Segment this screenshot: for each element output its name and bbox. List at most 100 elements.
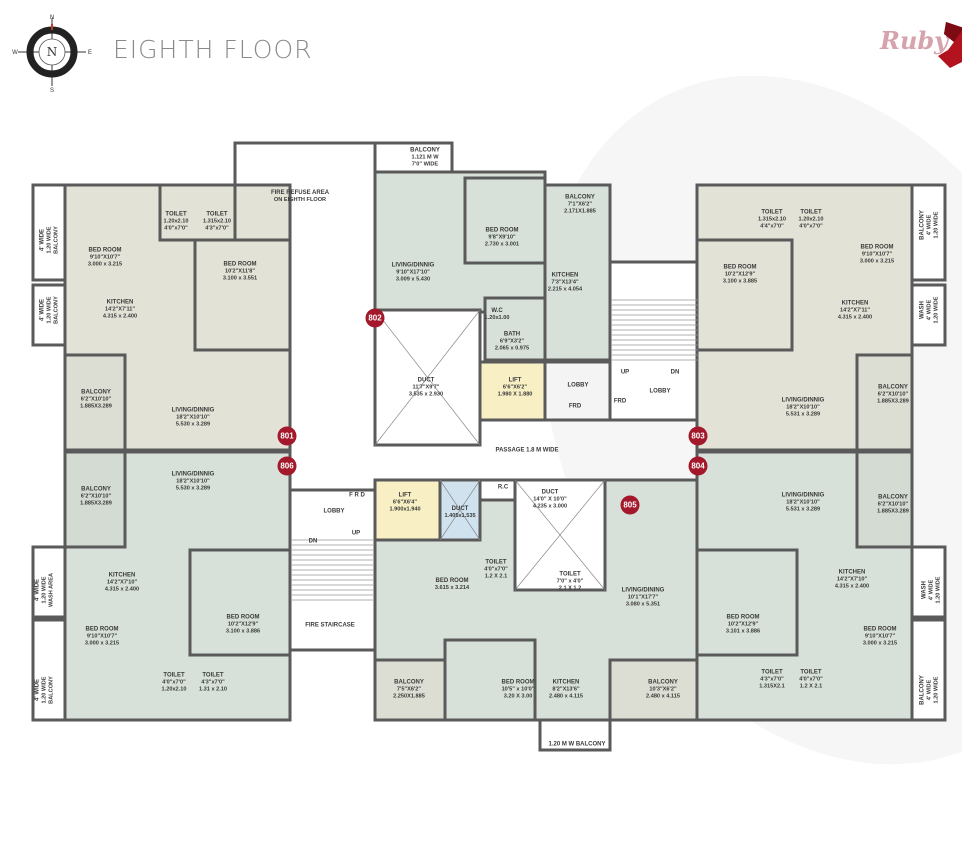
room-dimension: 4.235 x 3.000 bbox=[532, 503, 568, 510]
room-dimension: 6'2"X10'10" bbox=[877, 391, 909, 398]
room-name: R.C bbox=[497, 484, 509, 491]
room-dimension: 4'0"x7'0" bbox=[164, 225, 188, 232]
room-name: BED ROOM bbox=[860, 244, 894, 251]
room-dimension: WASH AREA bbox=[48, 573, 55, 607]
room-name: WASH bbox=[919, 301, 926, 320]
room-dimension: 14'0" X 10'0" bbox=[533, 496, 567, 503]
room-dimension: 9'10"X10'7" bbox=[861, 251, 893, 258]
room-name: BED ROOM bbox=[485, 227, 519, 234]
room-name: DUCT bbox=[541, 489, 559, 496]
room-dimension: 4'0"x7'0" bbox=[799, 676, 823, 683]
room-dimension: 3.000 x 3.215 bbox=[862, 640, 898, 647]
room-dimension: 1.405x1.535 bbox=[444, 513, 476, 519]
room-dimension: 5.531 x 3.289 bbox=[785, 506, 821, 513]
room-dimension: 3.100 x 3.886 bbox=[225, 628, 261, 635]
room-label: FRD bbox=[614, 399, 626, 406]
room-dimension: 6'6"X6'2" bbox=[502, 384, 528, 391]
room-dimension: 1.885X3.289 bbox=[80, 500, 112, 507]
room-dimension: 9'10"X10'7" bbox=[864, 633, 896, 640]
room-name: LIVING/DINNIG bbox=[171, 407, 215, 414]
room-name: FRD bbox=[613, 398, 627, 405]
room-dimension: 4' WIDE bbox=[926, 679, 933, 701]
room-name: WASH bbox=[921, 581, 928, 600]
room-name: DUCT bbox=[417, 377, 435, 384]
room-name: TOILET bbox=[165, 211, 187, 218]
room-name: 4' WIDE bbox=[39, 228, 46, 252]
compass-south: S bbox=[50, 88, 54, 92]
room-dimension: 1.20 WIDE bbox=[935, 576, 942, 604]
room-name: LIFT bbox=[508, 377, 522, 384]
room-dimension: 1.20 WIDE bbox=[41, 576, 48, 604]
room-name: LOBBY bbox=[323, 508, 345, 515]
room-name: BALCONY bbox=[919, 210, 926, 240]
room-dimension: 1.31 x 2.10 bbox=[199, 686, 227, 693]
room-dimension: 1.885X3.289 bbox=[80, 403, 112, 410]
room-dimension: 4' WIDE bbox=[926, 299, 933, 321]
room-dimension: 6'2"X10'10" bbox=[80, 396, 112, 403]
room-dimension: 14'2"X7'11" bbox=[104, 306, 136, 313]
room-dimension: 1.20x2.10 bbox=[798, 216, 824, 223]
room-dimension: 3.000 x 3.215 bbox=[84, 640, 120, 647]
room-name: BED ROOM bbox=[863, 626, 897, 633]
room-name: UP bbox=[351, 530, 361, 537]
room-dimension: 2.171X1.885 bbox=[564, 208, 596, 215]
room-name: TOILET bbox=[163, 672, 185, 679]
room-dimension: 8'2"X13'6" bbox=[552, 686, 580, 693]
room-dimension: 4'3"x7'0" bbox=[201, 679, 225, 686]
room-dimension: 1.2 X 2.1 bbox=[799, 683, 823, 690]
room-label: DN bbox=[309, 539, 318, 546]
room-name: DUCT bbox=[451, 506, 469, 512]
room-dimension: 3.20 X 3.00 bbox=[503, 693, 533, 700]
room-dimension: 4.315 x 2.400 bbox=[104, 586, 140, 593]
room-dimension: 7'5"X6'2" bbox=[396, 686, 422, 693]
ruby-gem-icon bbox=[938, 22, 962, 68]
room-dimension: 1.900x1.940 bbox=[389, 506, 421, 513]
room-name: 1.20 M W BALCONY bbox=[548, 741, 606, 748]
room-name: BED ROOM bbox=[85, 626, 119, 633]
room-name: F R D bbox=[349, 492, 365, 499]
room-name: BED ROOM bbox=[501, 679, 535, 686]
compass-center-letter: N bbox=[47, 45, 58, 59]
room-dimension: 7'3"X13'4" bbox=[551, 279, 579, 286]
room-name: BED ROOM bbox=[726, 614, 760, 621]
flat-number-badge: 806 bbox=[277, 456, 297, 476]
room-label: 1.20 M W BALCONY bbox=[548, 742, 605, 749]
room-dimension: 1.20 WIDE bbox=[46, 296, 53, 324]
room-name: FIRE STAIRCASE bbox=[305, 622, 355, 629]
compass-icon: N N S E W bbox=[12, 15, 92, 92]
room-dimension: 14'2"X7'10" bbox=[836, 576, 868, 583]
room-dimension: 10'2"X12'9" bbox=[724, 271, 756, 278]
room-dimension: 4'3"x7'0" bbox=[760, 676, 784, 683]
room-dimension: 2.480 x 4.115 bbox=[646, 693, 680, 700]
compass-west: W bbox=[12, 50, 18, 56]
room-dimension: 1.20 WIDE bbox=[41, 676, 48, 704]
room-dimension: 1.315x2.10 bbox=[758, 216, 786, 223]
room-dimension: 2.480 x 4.115 bbox=[549, 693, 583, 700]
room-dimension: 9'10"X17'10" bbox=[396, 269, 430, 276]
room-name: KITCHEN bbox=[838, 569, 866, 576]
room-dimension: 9'10"X10'7" bbox=[86, 633, 118, 640]
room-dimension: 7'1"X6'2" bbox=[567, 201, 593, 208]
room-name: 4' WIDE bbox=[39, 298, 46, 322]
room-dimension: 7'0" WIDE bbox=[411, 161, 439, 168]
room-dimension: 10'5" x 10'0" bbox=[501, 686, 535, 693]
